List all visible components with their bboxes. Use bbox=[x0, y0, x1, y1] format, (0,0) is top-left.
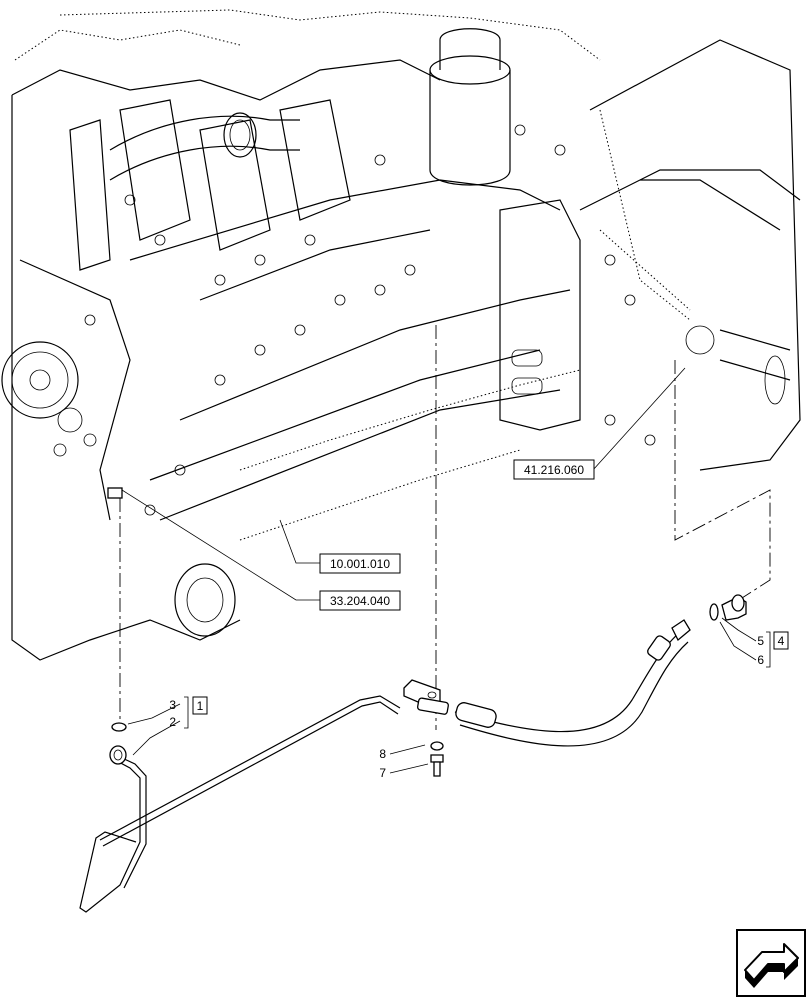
svg-text:10.001.010: 10.001.010 bbox=[330, 557, 390, 571]
callout-5: 5 bbox=[757, 634, 764, 648]
callout-7: 7 bbox=[379, 766, 386, 780]
engine-assembly-drawing bbox=[1, 9, 801, 661]
callout-box-1 bbox=[192, 696, 208, 715]
hydraulic-pipe-assembly bbox=[79, 594, 747, 913]
next-page-arrow-icon[interactable] bbox=[736, 929, 806, 997]
callout-group-center: 8 7 bbox=[379, 747, 386, 780]
callout-box-4 bbox=[773, 631, 789, 650]
leader-lines bbox=[121, 367, 771, 774]
callout-8: 8 bbox=[379, 747, 386, 761]
svg-text:33.204.040: 33.204.040 bbox=[330, 594, 390, 608]
callout-group-right: 5 6 4 bbox=[757, 631, 789, 667]
callout-6: 6 bbox=[757, 653, 764, 667]
callout-2: 2 bbox=[169, 715, 176, 729]
reference-label-41-216-060[interactable]: 41.216.060 bbox=[513, 459, 595, 480]
callout-4[interactable]: 4 bbox=[778, 634, 785, 648]
alignment-lines bbox=[119, 325, 771, 730]
reference-label-10-001-010[interactable]: 10.001.010 bbox=[319, 553, 401, 574]
callout-group-left: 3 2 1 bbox=[169, 696, 208, 729]
callout-1[interactable]: 1 bbox=[197, 699, 204, 713]
reference-label-33-204-040[interactable]: 33.204.040 bbox=[319, 590, 401, 611]
svg-text:41.216.060: 41.216.060 bbox=[524, 463, 584, 477]
callout-3: 3 bbox=[169, 698, 176, 712]
